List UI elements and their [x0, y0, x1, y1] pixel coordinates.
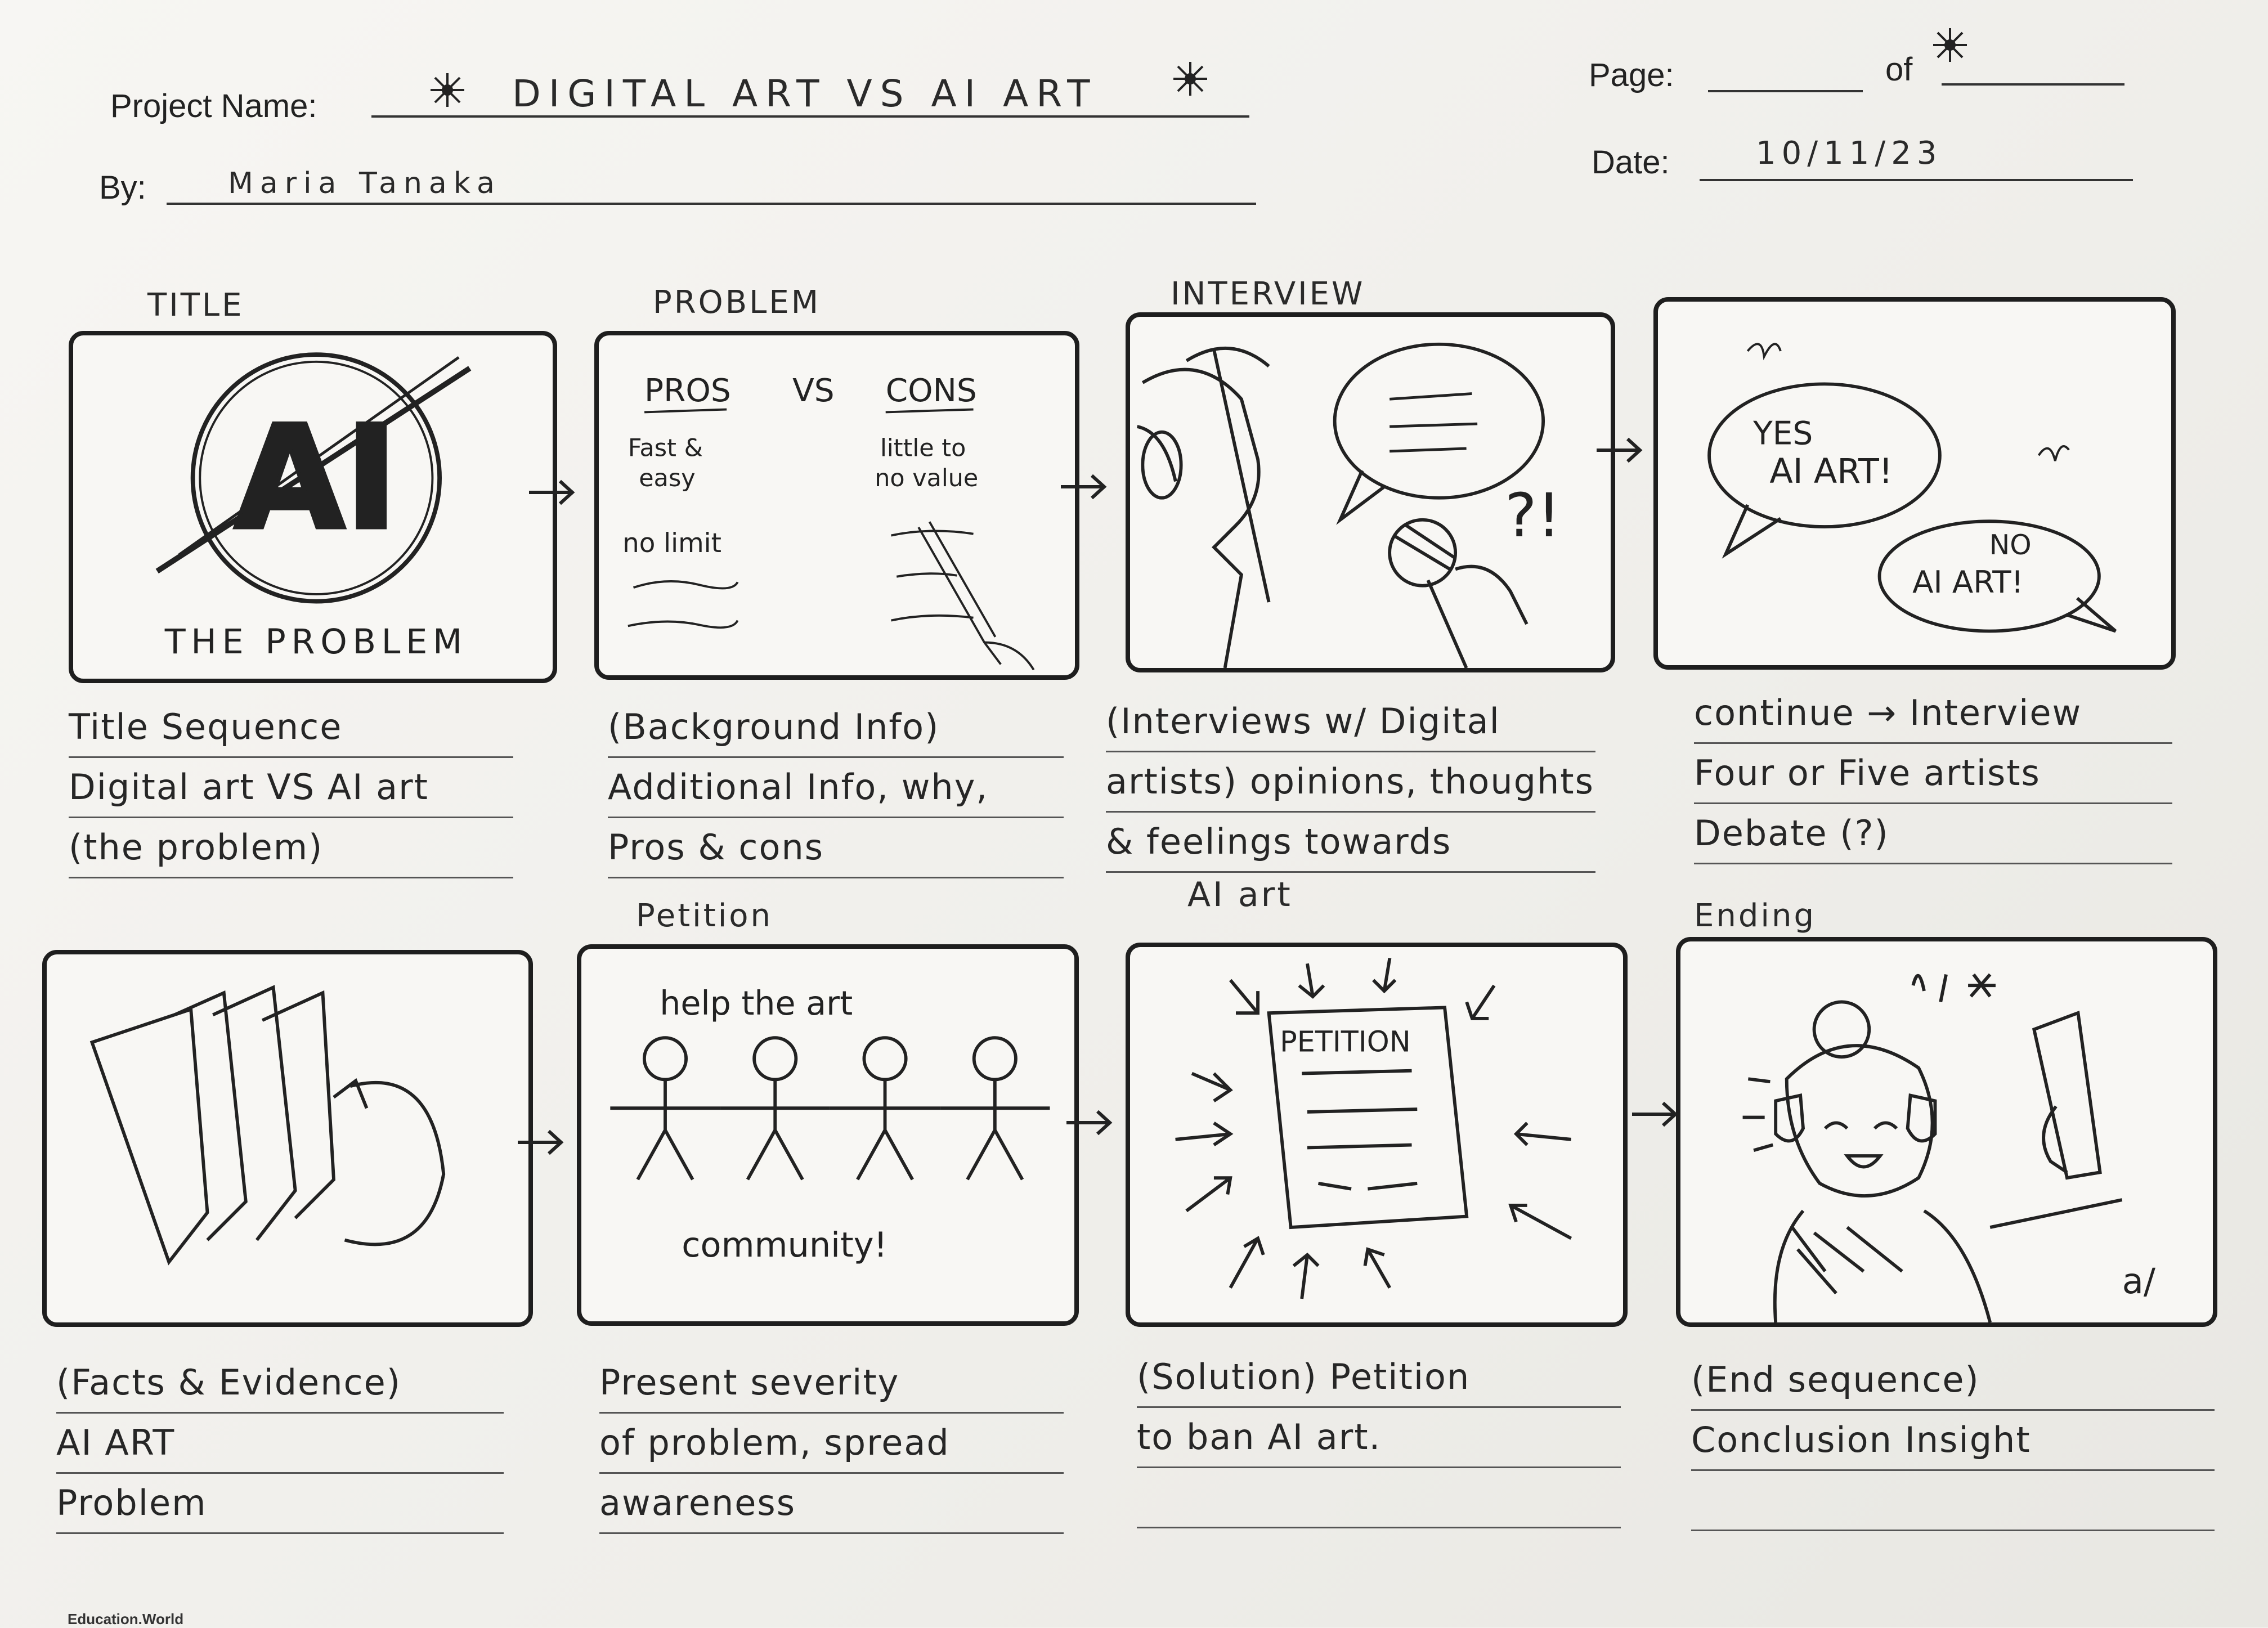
interviewee-sketch: [1136, 346, 1271, 668]
project-name-line: [371, 115, 1249, 118]
publisher-footer: Education.World: [68, 1611, 184, 1627]
date-value: 10/11/23: [1756, 135, 1943, 172]
no-bubble-line-1: NO: [1989, 529, 2032, 561]
yes-bubble-line-1: YES: [1752, 415, 1813, 452]
note-line: (Solution) Petition: [1137, 1356, 1471, 1397]
petition-paper: [1267, 1006, 1469, 1230]
arrow-right-icon: [1066, 1110, 1113, 1136]
of-line: [1942, 83, 2124, 86]
artist-signature: a/: [2122, 1261, 2156, 1302]
note-line: awareness: [599, 1482, 796, 1523]
note-line: Pros & cons: [608, 827, 824, 868]
panel-heading-problem: PROBLEM: [653, 284, 821, 321]
by-label: By:: [99, 169, 146, 206]
ai-crossed-logo-sketch: AI THE PROBLEM: [155, 352, 472, 662]
note-line: of problem, spread: [599, 1422, 950, 1463]
vs-label: VS: [792, 373, 835, 409]
panel-heading-petition: Petition: [636, 898, 773, 934]
arrow-right-icon: [518, 1129, 564, 1155]
note-line: Problem: [56, 1482, 207, 1523]
ai-logo-text: AI: [235, 395, 398, 561]
note-line: Title Sequence: [69, 706, 343, 747]
panel-1-caption: THE PROBLEM: [164, 622, 468, 662]
panel-heading-title: TITLE: [147, 287, 244, 324]
note-line: (End sequence): [1691, 1359, 1980, 1400]
pro-item-no-limit: no limit: [622, 528, 721, 559]
note-line: artists) opinions, thoughts: [1106, 761, 1594, 802]
storyboard-panel-3: ?!: [1126, 312, 1615, 672]
arrow-right-icon: [529, 479, 575, 505]
panel-4-notes: continue → Interview Four or Five artist…: [1694, 684, 2172, 864]
by-value: Maria Tanaka: [228, 167, 501, 200]
panel-6-notes: Present severity of problem, spread awar…: [599, 1353, 1064, 1534]
note-line: Debate (?): [1694, 813, 1889, 854]
panel-3-extra-note: AI art: [1187, 875, 1293, 914]
project-name-label: Project Name:: [110, 88, 317, 124]
storyboard-panel-7: PETITION: [1126, 943, 1628, 1327]
panel-heading-interview: INTERVIEW: [1171, 276, 1365, 312]
girl-with-headphones-sketch: [1742, 973, 2123, 1322]
con-item-little: little to: [880, 434, 966, 462]
by-line: [167, 203, 1256, 205]
speech-bubble-sketch: [1333, 342, 1545, 525]
yes-speech-bubble: [1707, 382, 1942, 529]
sparkle-doodle-icon: [1933, 28, 1967, 62]
panel-6-top-text: help the art: [660, 984, 853, 1022]
pro-item-easy: easy: [639, 464, 695, 492]
panel-3-notes: (Interviews w/ Digital artists) opinions…: [1106, 692, 1595, 873]
storyboard-panel-4: YES AI ART! NO AI ART!: [1653, 297, 2176, 670]
of-label: of: [1885, 51, 1913, 88]
no-bubble-line-2: AI ART!: [1912, 564, 2023, 600]
arrows-inward-sketch: [1175, 958, 1572, 1299]
arrow-right-icon: [1597, 437, 1643, 463]
pro-item-fast: Fast &: [628, 434, 703, 462]
storyboard-panel-2: PROS VS CONS Fast & easy no limit little…: [594, 331, 1079, 680]
microphone-icon: [1388, 518, 1529, 668]
note-line: (Interviews w/ Digital: [1106, 701, 1500, 742]
exclaim-text: ?!: [1505, 481, 1561, 551]
arrow-right-icon: [1632, 1101, 1678, 1127]
arrow-right-icon: [1061, 474, 1107, 500]
storyboard-panel-8: a/: [1676, 937, 2217, 1327]
note-line: Digital art VS AI art: [69, 766, 429, 808]
people-chain-sketch: [610, 1036, 1050, 1181]
stacked-papers-sketch: [89, 985, 446, 1266]
note-line: Present severity: [599, 1362, 900, 1403]
storyboard-panel-6: help the art community!: [577, 944, 1079, 1326]
storyboard-panel-1: AI THE PROBLEM: [69, 331, 557, 683]
note-line: to ban AI art.: [1137, 1416, 1382, 1457]
panel-7-notes: (Solution) Petition to ban AI art.: [1137, 1348, 1621, 1528]
con-item-no-value: no value: [875, 464, 978, 492]
note-line: Four or Five artists: [1694, 752, 2041, 793]
panel-1-notes: Title Sequence Digital art VS AI art (th…: [69, 698, 513, 878]
page-line: [1708, 90, 1863, 92]
panel-5-notes: (Facts & Evidence) AI ART Problem: [56, 1353, 504, 1534]
note-line: (Facts & Evidence): [56, 1362, 401, 1403]
date-label: Date:: [1592, 144, 1670, 181]
pros-label: PROS: [644, 373, 731, 409]
petition-title: PETITION: [1280, 1025, 1411, 1059]
yes-bubble-line-2: AI ART!: [1769, 452, 1893, 491]
note-line: (Background Info): [608, 706, 940, 747]
no-speech-bubble: [1877, 519, 2101, 633]
storyboard-panel-5: [42, 950, 533, 1327]
panel-6-bottom-text: community!: [682, 1226, 888, 1265]
panel-2-notes: (Background Info) Additional Info, why, …: [608, 698, 1064, 878]
note-line: Additional Info, why,: [608, 766, 989, 808]
note-line: & feelings towards: [1106, 821, 1452, 862]
sparkle-doodle-icon: [431, 73, 464, 107]
panel-heading-ending: Ending: [1694, 898, 1817, 934]
note-line: continue → Interview: [1694, 692, 2082, 733]
note-line: Conclusion Insight: [1691, 1419, 2031, 1460]
cons-label: CONS: [886, 373, 977, 409]
date-line: [1700, 179, 2133, 181]
scribble-lines: [627, 521, 1035, 671]
page-label: Page:: [1589, 57, 1674, 93]
note-line: AI ART: [56, 1422, 176, 1463]
panel-8-notes: (End sequence) Conclusion Insight: [1691, 1351, 2215, 1531]
project-name-value: DIGITAL ART VS AI ART: [512, 72, 1098, 115]
sparkle-doodle-icon: [1173, 62, 1207, 96]
note-line: (the problem): [69, 827, 324, 868]
